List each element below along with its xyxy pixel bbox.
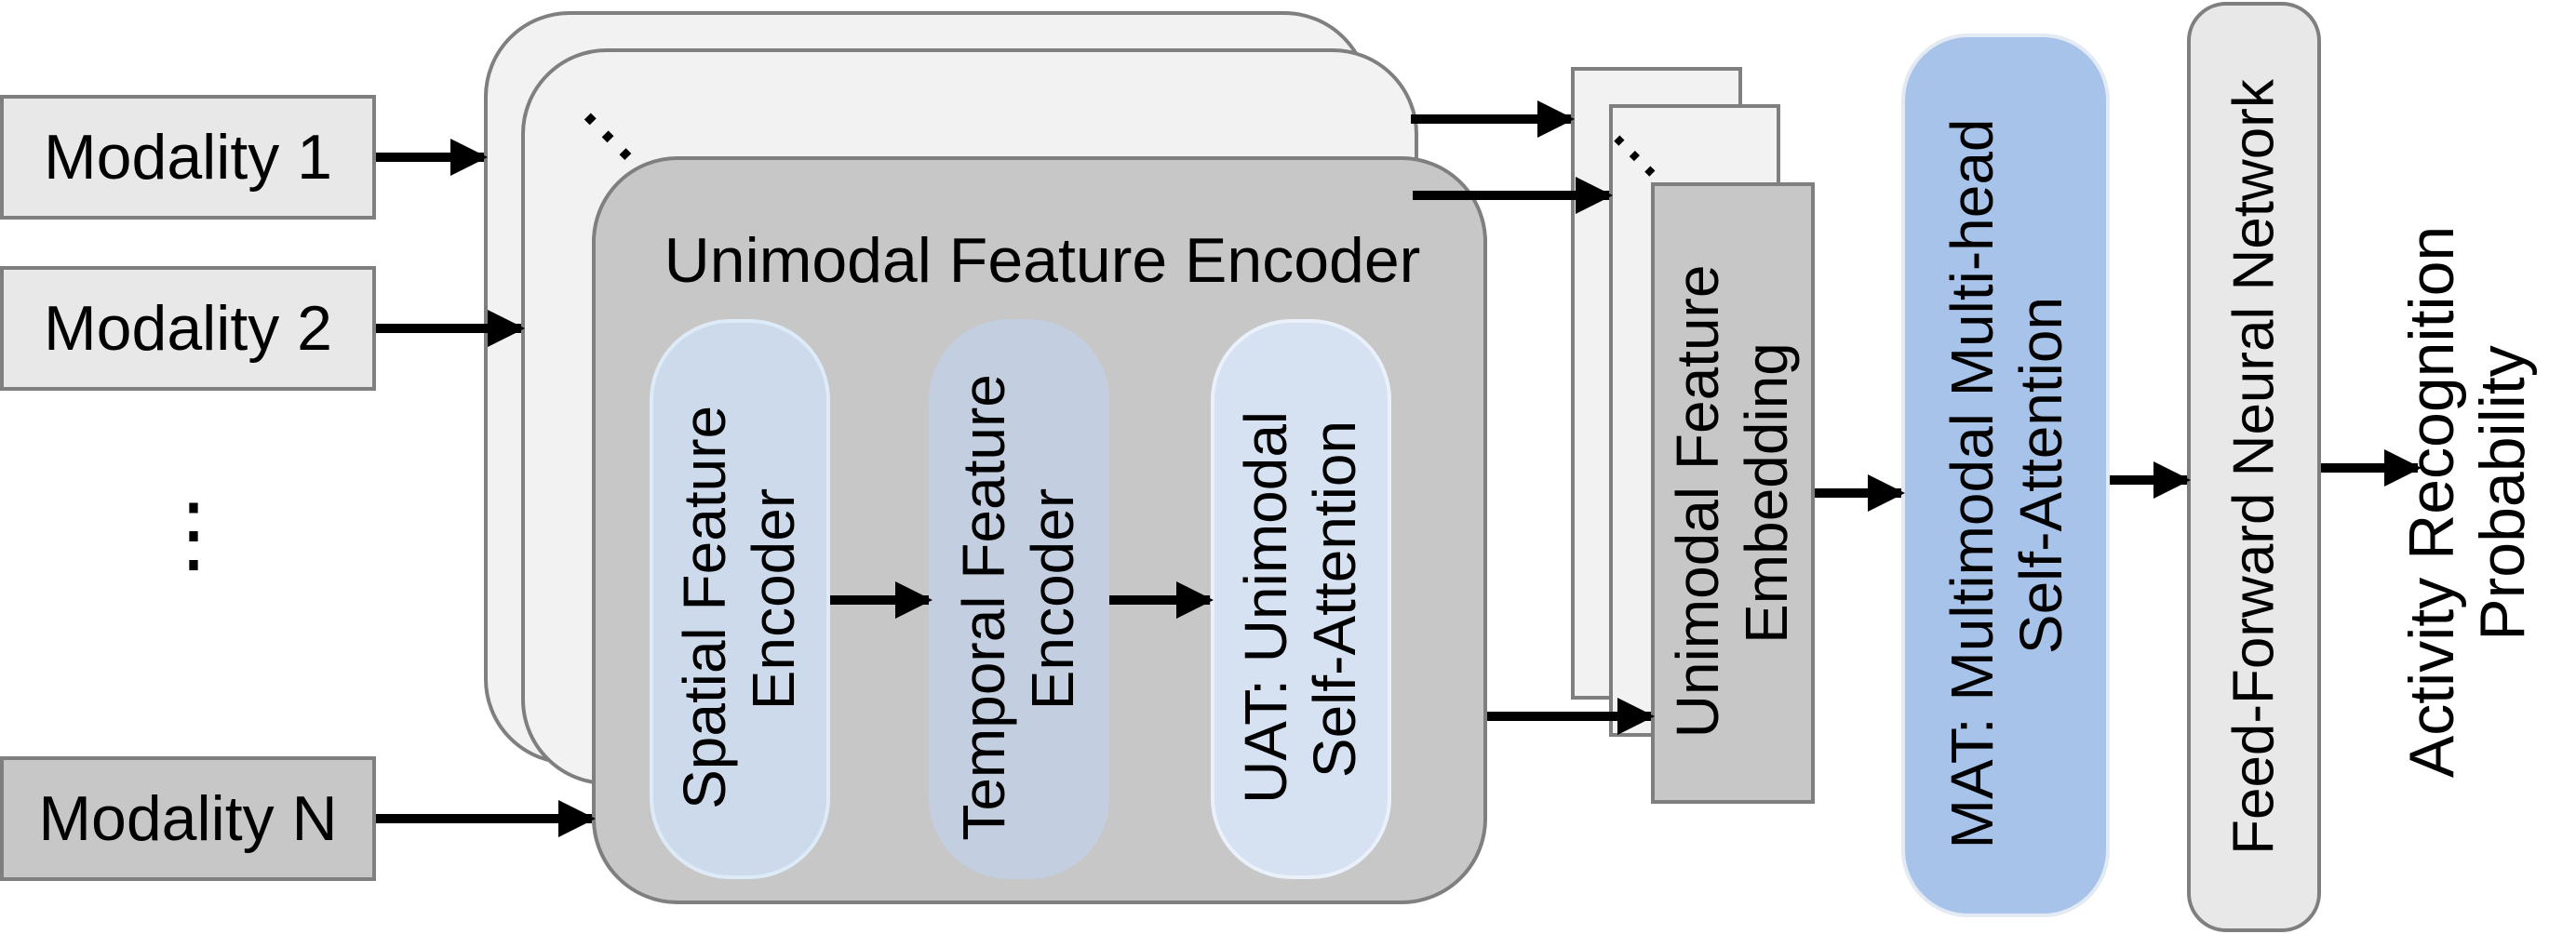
svg-text:MAT: Multimodal Multi-head: MAT: Multimodal Multi-head Self-Attentio… [1939, 102, 2074, 849]
spatial-label-line-2: Encoder [740, 488, 807, 710]
modality-1-label: Modality 1 [44, 122, 332, 193]
modality-1-box: Modality 1 [0, 95, 376, 220]
output-label-line-2: Probability [2467, 345, 2538, 641]
svg-text:Unimodal Feature Embeddi: Unimodal Feature Embedding [1664, 248, 1800, 738]
modality-ellipsis: ⋮ [152, 488, 235, 581]
uat-unimodal-self-attention: UAT: Unimodal Self-Attention [1211, 319, 1391, 879]
svg-text:Spatial Feature Encoder: Spatial Feature Encoder [671, 389, 807, 809]
embedding-label-line-2: Embedding [1733, 342, 1800, 644]
modality-n-label: Modality N [38, 783, 337, 854]
uat-label-line-1: UAT: Unimodal [1232, 411, 1299, 804]
embedding-label-line-1: Unimodal Feature [1664, 265, 1731, 739]
temporal-feature-encoder: Temporal Feature Encoder [929, 319, 1109, 879]
encoder-title: Unimodal Feature Encoder [664, 225, 1421, 296]
svg-text:Temporal Feature Encoder: Temporal Feature Encoder [950, 357, 1086, 840]
modality-2-box: Modality 2 [0, 266, 376, 391]
spatial-feature-encoder: Spatial Feature Encoder [650, 319, 830, 879]
svg-text:UAT: Unimodal Self-Atten: UAT: Unimodal Self-Attention [1232, 394, 1368, 804]
temporal-label-line-1: Temporal Feature [950, 374, 1017, 841]
spatial-label-line-1: Spatial Feature [671, 406, 738, 809]
arrows [376, 100, 2422, 837]
output-label-line-1: Activity Recognition [2396, 226, 2467, 778]
ffnn-label: Feed-Forward Neural Network [2222, 78, 2287, 855]
temporal-label-line-2: Encoder [1019, 488, 1086, 710]
modality-2-label: Modality 2 [44, 293, 332, 364]
mat-label-line-2: Self-Attention [2007, 297, 2074, 654]
output-label: Activity Recognition Probability [2396, 208, 2538, 778]
modality-n-box: Modality N [0, 756, 376, 881]
uat-label-line-2: Self-Attention [1301, 420, 1368, 778]
mat-multimodal-self-attention: MAT: Multimodal Multi-head Self-Attentio… [1901, 33, 2110, 917]
feed-forward-neural-network: Feed-Forward Neural Network [2187, 2, 2321, 932]
mat-label-line-1: MAT: Multimodal Multi-head [1939, 118, 2006, 848]
unimodal-feature-embedding: Unimodal Feature Embedding [1651, 182, 1815, 804]
